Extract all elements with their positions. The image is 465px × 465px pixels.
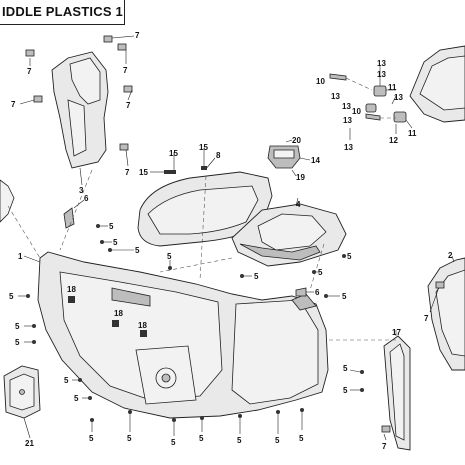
callout-6-top: 6	[84, 194, 89, 203]
callout-5: 5	[318, 268, 323, 277]
part-18-callouts: 18 18 18	[67, 285, 147, 337]
callout-13-g: 13	[344, 143, 353, 152]
part-17-trim: 17	[383, 328, 411, 451]
callout-10-a: 10	[316, 77, 325, 86]
diagram-title-box: IDDLE PLASTICS 1	[0, 0, 125, 25]
part-14-bracket: 20 14 19	[267, 136, 320, 182]
callout-5: 5	[109, 222, 114, 231]
callout-5: 5	[342, 292, 347, 301]
assembly-line	[309, 243, 325, 291]
callout-5: 5	[343, 386, 348, 395]
callout-5: 5	[275, 436, 280, 445]
callout-13-e: 13	[342, 102, 351, 111]
callout-8: 8	[216, 151, 221, 160]
part-6-clips: 6 6	[63, 194, 320, 297]
callout-5: 5	[89, 434, 94, 443]
callout-13-a: 13	[377, 59, 386, 68]
callout-10-b: 10	[352, 107, 361, 116]
callout-18-b: 18	[114, 309, 123, 318]
part-1-main-panel: 1	[18, 251, 329, 419]
upper-right-bracket-assembly: 13 13 10 11 13 13 13 10 13 11 12 13	[316, 45, 465, 152]
callout-5: 5	[15, 322, 20, 331]
diagram-title: IDDLE PLASTICS 1	[2, 4, 123, 19]
callout-5: 5	[113, 238, 118, 247]
part-15-screws: 15 15 15	[139, 143, 208, 177]
assembly-line	[199, 175, 207, 281]
callout-11-b: 11	[408, 129, 417, 138]
callout-17: 17	[392, 328, 401, 337]
callout-5: 5	[343, 364, 348, 373]
callout-7-g: 7	[424, 314, 429, 323]
callout-7-a: 7	[135, 31, 140, 40]
callout-5: 5	[254, 272, 259, 281]
part-7-callouts: 7 7 7 7 7 7 7 7	[11, 31, 445, 451]
assembly-line	[59, 169, 93, 251]
part-21-bracket: 21	[3, 365, 41, 448]
part-4-storage-tray: 4	[231, 197, 347, 267]
part-8-seat-cover: 8	[137, 151, 273, 247]
callout-20: 20	[292, 136, 301, 145]
callout-13-c: 13	[331, 92, 340, 101]
callout-5: 5	[171, 438, 176, 447]
callout-7-b: 7	[123, 66, 128, 75]
callout-15-a: 15	[169, 149, 178, 158]
callout-13-b: 13	[377, 70, 386, 79]
callout-2: 2	[448, 251, 453, 260]
callout-15-c: 15	[139, 168, 148, 177]
assembly-line	[7, 205, 41, 259]
callout-19: 19	[296, 173, 305, 182]
callout-5: 5	[15, 338, 20, 347]
callout-13-d: 13	[394, 93, 403, 102]
callout-3: 3	[79, 186, 84, 195]
part-3-side-panel: 3	[51, 51, 109, 195]
callout-21: 21	[25, 439, 34, 448]
part-2-right-panel: 2	[427, 251, 465, 371]
callout-18-c: 18	[138, 321, 147, 330]
callout-5: 5	[64, 376, 69, 385]
callout-5: 5	[347, 252, 352, 261]
part-5-callouts: 5 5 5 5 5 5 5 5 5 5 5 5 5 5 5 5 5 5	[9, 222, 364, 447]
callout-7-h: 7	[382, 442, 387, 451]
callout-7-d: 7	[126, 101, 131, 110]
callout-5: 5	[127, 434, 132, 443]
assembly-line	[159, 257, 233, 273]
callout-5: 5	[74, 394, 79, 403]
callout-12: 12	[389, 136, 398, 145]
left-edge-panel	[0, 179, 15, 223]
callout-5: 5	[9, 292, 14, 301]
callout-7-e: 7	[11, 100, 16, 109]
callout-18-a: 18	[67, 285, 76, 294]
callout-5: 5	[299, 434, 304, 443]
callout-1: 1	[18, 252, 23, 261]
callout-4: 4	[296, 200, 301, 209]
callout-7-c: 7	[27, 67, 32, 76]
callout-5: 5	[167, 252, 172, 261]
callout-5: 5	[237, 436, 242, 445]
callout-5: 5	[199, 434, 204, 443]
callout-13-f: 13	[343, 116, 352, 125]
callout-6-right: 6	[315, 288, 320, 297]
callout-5: 5	[135, 246, 140, 255]
callout-7-f: 7	[125, 168, 130, 177]
callout-14: 14	[311, 156, 320, 165]
callout-15-b: 15	[199, 143, 208, 152]
callout-11-a: 11	[388, 83, 397, 92]
